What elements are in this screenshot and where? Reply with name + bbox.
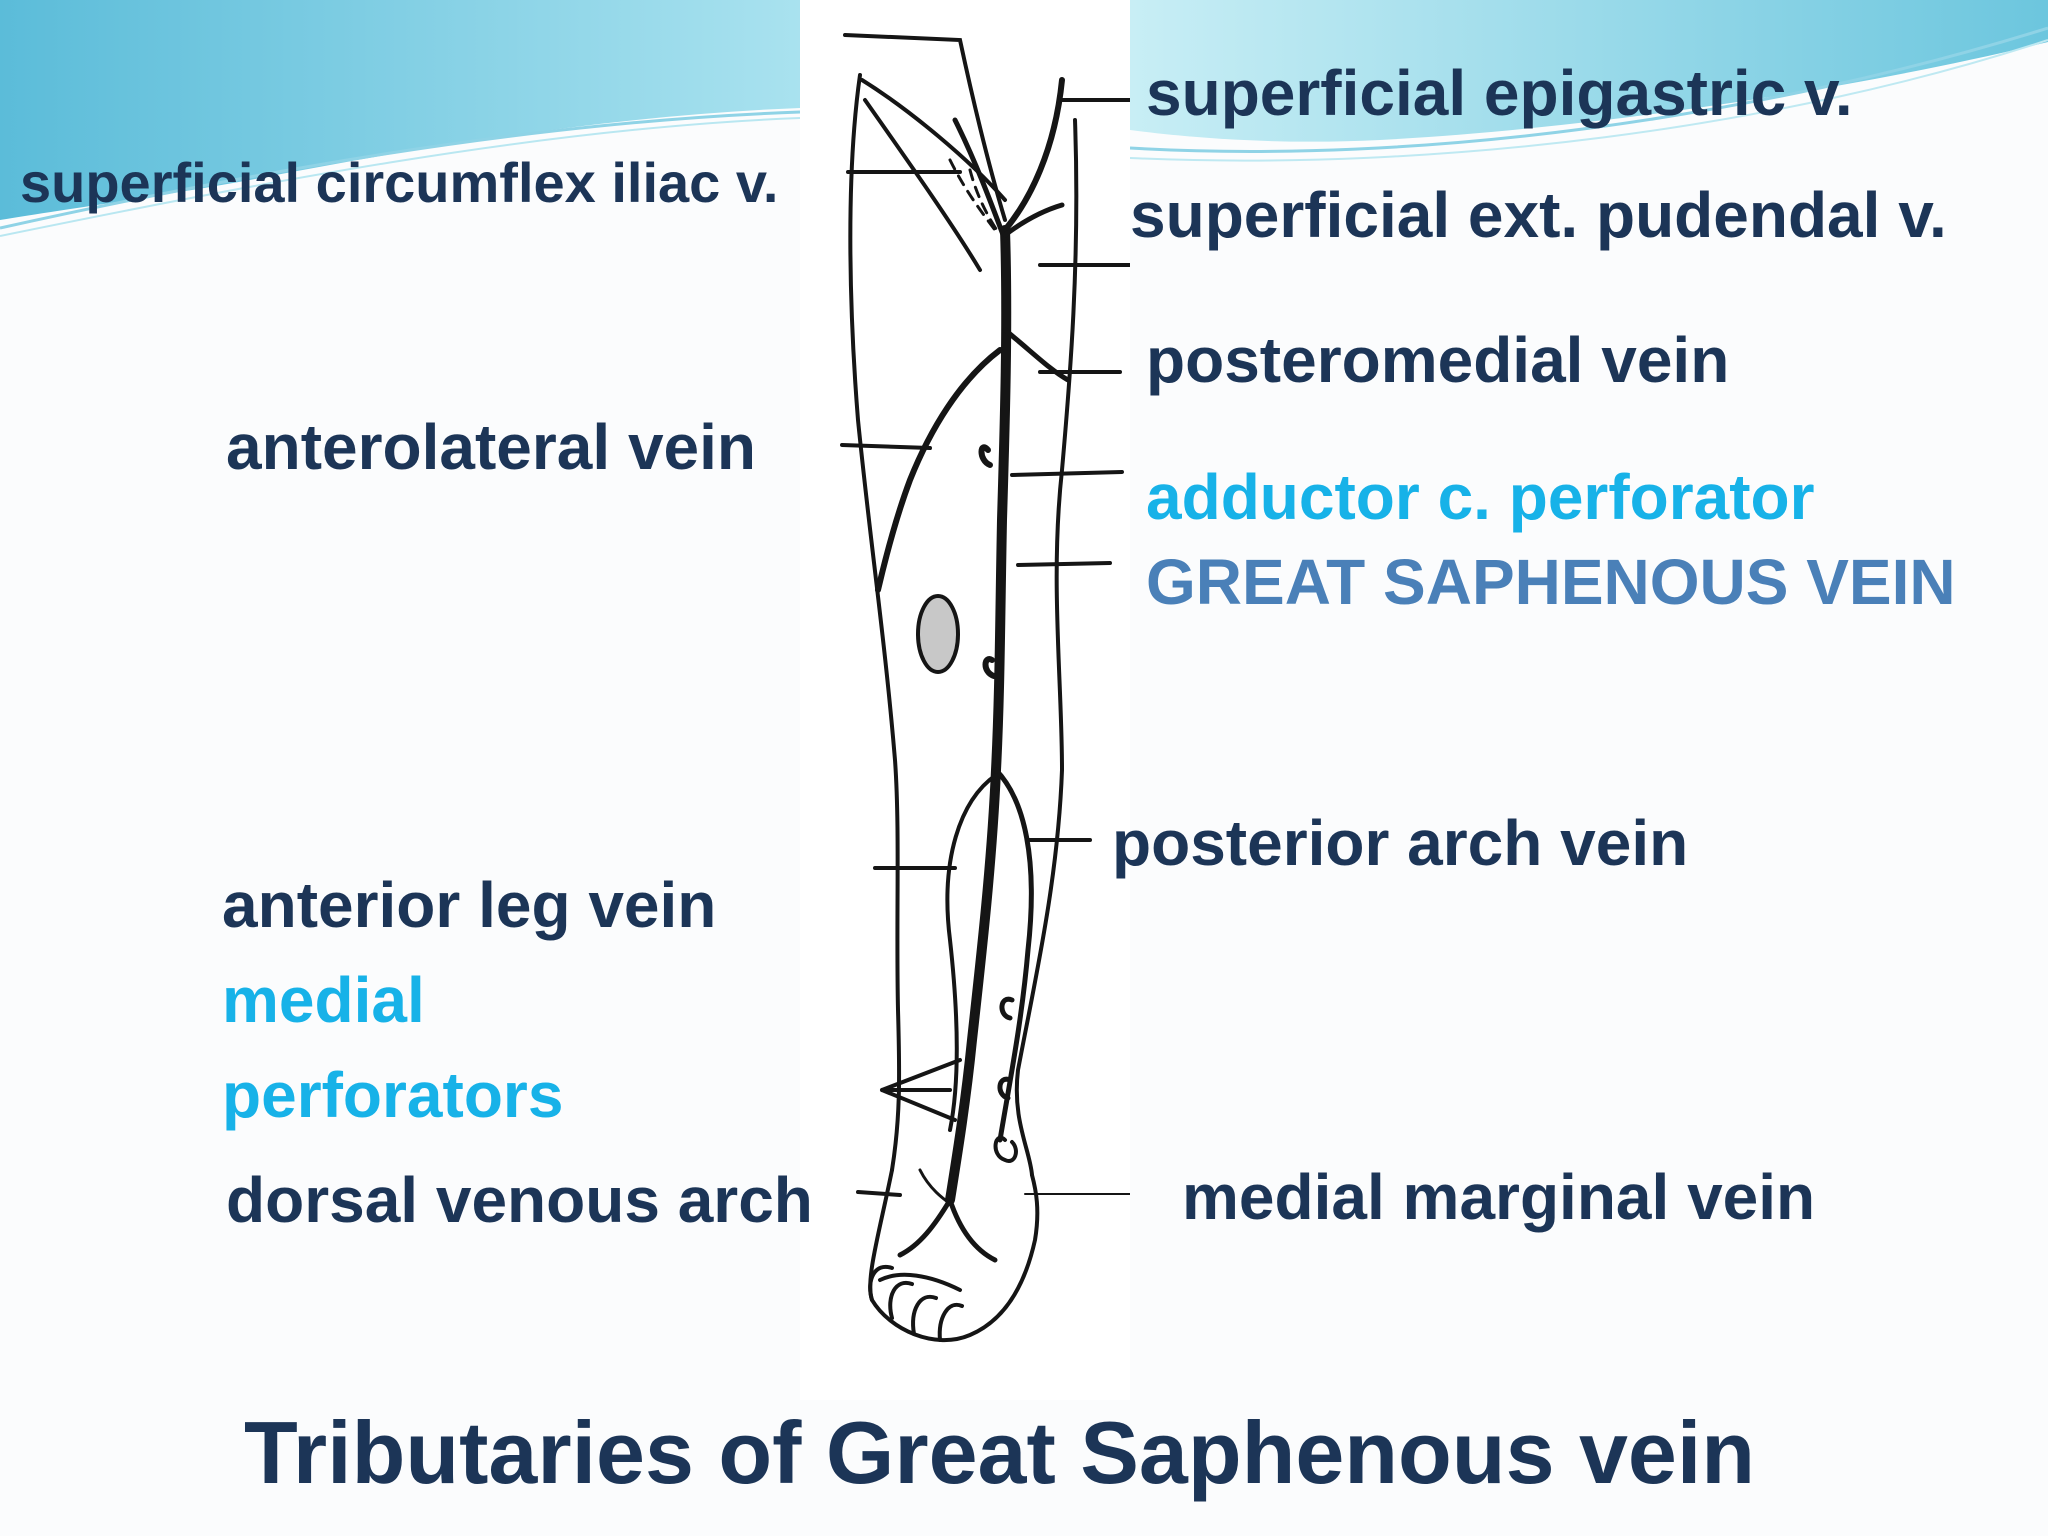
leg-vein-diagram — [840, 33, 1130, 1343]
label-great-saphenous-vein: GREAT SAPHENOUS VEIN — [1146, 546, 1956, 618]
leader-lines — [840, 98, 1130, 1197]
label-posterior-arch-vein: posterior arch vein — [1112, 807, 1689, 879]
label-superficial-epigastric-vein: superficial epigastric v. — [1146, 57, 1853, 129]
label-medial-marginal-vein: medial marginal vein — [1182, 1161, 1816, 1233]
patella-mark — [916, 594, 960, 674]
label-medial-perforators-line2: perforators — [222, 1059, 564, 1131]
label-superficial-external-pudendal-vein: superficial ext. pudendal v. — [1130, 179, 1947, 251]
label-superficial-circumflex-iliac-vein: superficial circumflex iliac v. — [20, 151, 779, 214]
label-medial-perforators-line1: medial — [222, 964, 425, 1036]
label-dorsal-venous-arch: dorsal venous arch — [226, 1164, 813, 1236]
leg-outline — [843, 33, 1079, 1343]
label-anterolateral-vein: anterolateral vein — [226, 411, 756, 483]
vein-network — [875, 77, 1071, 1263]
label-adductor-canal-perforator: adductor c. perforator — [1146, 461, 1815, 533]
label-anterior-leg-vein: anterior leg vein — [222, 869, 717, 941]
label-posteromedial-vein: posteromedial vein — [1146, 324, 1730, 396]
diagram-title: Tributaries of Great Saphenous vein — [244, 1403, 1756, 1502]
